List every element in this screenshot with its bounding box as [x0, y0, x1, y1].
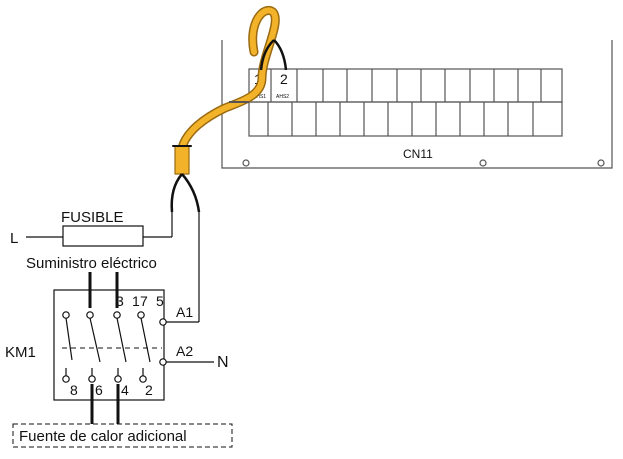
heat-source-label: Fuente de calor adicional: [19, 428, 187, 445]
terminal-board-cn11: [221, 40, 613, 169]
contactor-km1: [53, 289, 165, 401]
terminal-wires: [259, 39, 288, 71]
power-wires: [88, 272, 120, 424]
line-label: L: [10, 230, 18, 247]
contactor-contacts: [62, 311, 167, 383]
yellow-cable: [172, 6, 280, 175]
pin-4-label: 4: [121, 382, 129, 398]
contactor-label: KM1: [5, 344, 36, 361]
cable-wires: [170, 173, 201, 213]
pin-2-label: 2: [145, 382, 153, 398]
coil-a2-label: A2: [176, 343, 193, 359]
pin-5-label: 5: [156, 293, 164, 309]
pin-6-label: 6: [95, 382, 103, 398]
board-label: CN11: [403, 147, 433, 161]
supply-wiring: [26, 212, 200, 323]
neutral-label: N: [217, 354, 229, 371]
heat-source-box: [12, 423, 233, 448]
terminal-2-sublabel: AHS2: [276, 94, 289, 100]
fuse-label: FUSIBLE: [61, 209, 124, 226]
supply-label: Suministro eléctrico: [26, 255, 157, 272]
terminal-1-sublabel: AHS1: [253, 94, 266, 100]
pin-8-label: 8: [70, 382, 78, 398]
pin-7-label: 7: [140, 293, 148, 309]
pin-3-label: 3: [116, 293, 124, 309]
fuse: [62, 225, 144, 247]
pin-1-label: 1: [132, 293, 140, 309]
terminal-2-label: 2: [280, 71, 288, 87]
coil-a1-label: A1: [176, 304, 193, 320]
